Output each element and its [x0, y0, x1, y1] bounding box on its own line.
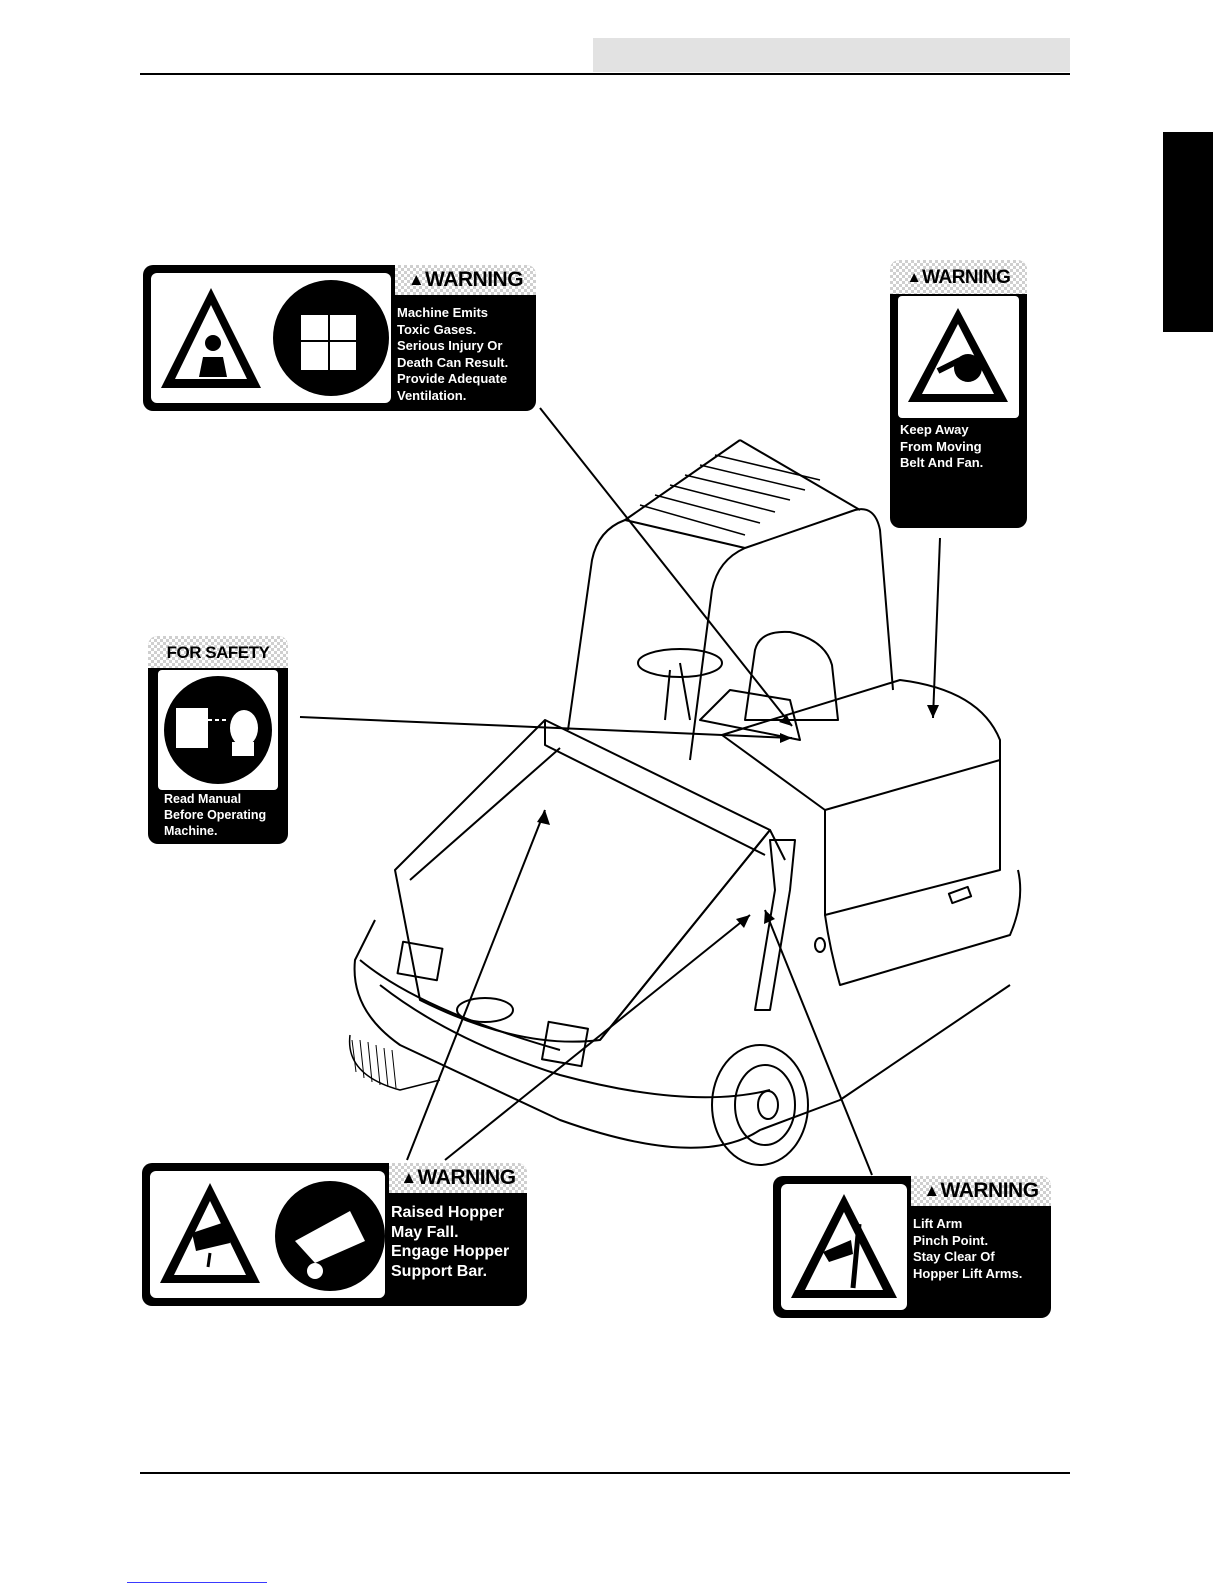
seat: [744, 630, 839, 721]
book-icon: [176, 708, 208, 748]
belt-fan-pictogram: [898, 296, 1019, 418]
canopy-front-rail: [624, 519, 746, 549]
logo-badge: [456, 997, 514, 1023]
footer-link-underline[interactable]: [127, 1582, 267, 1583]
for-safety-header: FOR SAFETY: [148, 636, 288, 668]
fan-icon: [954, 354, 982, 382]
warning-header: ▲WARNING: [389, 1163, 527, 1193]
hopper-pictograms: [150, 1171, 385, 1298]
hopper-cover: [394, 719, 771, 1043]
engine-cover: [721, 679, 1001, 916]
left-light: [396, 940, 444, 982]
warning-header: ▲WARNING: [395, 265, 536, 295]
canopy-right-post: [689, 508, 894, 761]
canopy-left-post: [567, 439, 741, 731]
leader-belt-fan: [932, 537, 941, 719]
warning-header: ▲WARNING: [890, 260, 1027, 294]
read-manual-safety-decal: FOR SAFETY Read Manual Before Operating …: [148, 636, 288, 844]
steering-wheel: [637, 648, 723, 678]
hopper-text: Raised Hopper May Fall. Engage Hopper Su…: [391, 1204, 510, 1280]
header-rule: [140, 73, 1070, 75]
belt-fan-warning-decal: ▲WARNING Keep Away From Moving Belt And …: [890, 260, 1027, 528]
toxic-gas-warning-decal: ▲WARNING Machine Emits Toxic Gases. Seri…: [143, 265, 536, 411]
warning-header: ▲WARNING: [911, 1176, 1051, 1206]
rear-wheel: [711, 1044, 809, 1166]
hand-icon: [823, 1240, 853, 1262]
leader-toxic-gas: [539, 407, 793, 727]
belt-fan-text: Keep Away From Moving Belt And Fan.: [900, 422, 984, 470]
raised-hopper-warning-decal: ▲WARNING Raised Hopper May Fall. Engage …: [142, 1163, 527, 1306]
right-light: [541, 1020, 589, 1068]
manual-pictogram: [158, 670, 278, 790]
head-icon: [230, 710, 258, 746]
lift-arm-pictogram: [781, 1184, 907, 1310]
body-front: [353, 919, 1011, 1149]
leader-hopper-1: [406, 809, 546, 1161]
lift-arm: [754, 839, 796, 1011]
side-broom: [348, 1034, 441, 1091]
footer-rule: [140, 1472, 1070, 1474]
lift-arm-warning-decal: ▲WARNING Lift Arm Pinch Point. Stay Clea…: [773, 1176, 1051, 1318]
section-tab: [1163, 132, 1213, 332]
toxic-gas-pictograms: [151, 273, 391, 403]
leader-lift-arm: [764, 909, 873, 1176]
read-manual-text: Read Manual Before Operating Machine.: [164, 792, 267, 838]
header-box: [593, 38, 1070, 72]
toxic-gas-text: Machine Emits Toxic Gases. Serious Injur…: [397, 305, 509, 403]
leader-read-manual: [299, 716, 793, 739]
leader-hopper-2: [444, 914, 751, 1161]
lift-arm-text: Lift Arm Pinch Point. Stay Clear Of Hopp…: [913, 1216, 1023, 1281]
person-icon: [205, 335, 221, 351]
